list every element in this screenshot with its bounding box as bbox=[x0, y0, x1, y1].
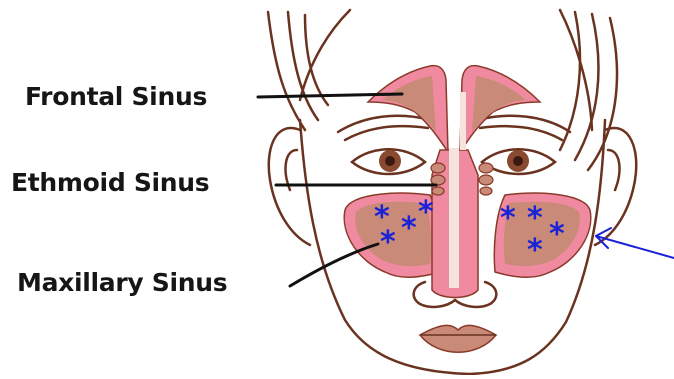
frontal-sinus-shape bbox=[368, 66, 540, 152]
marker-asterisk: * bbox=[380, 228, 396, 258]
ethmoid-sinus-label: Ethmoid Sinus bbox=[11, 168, 209, 197]
lips bbox=[420, 325, 496, 352]
marker-asterisk: * bbox=[500, 204, 516, 234]
marker-asterisk: * bbox=[527, 236, 543, 266]
frontal-sinus-label: Frontal Sinus bbox=[25, 82, 207, 111]
marker-asterisk: * bbox=[401, 214, 417, 244]
eyebrows bbox=[338, 116, 570, 140]
marker-asterisk: * bbox=[527, 204, 543, 234]
marker-asterisk: * bbox=[418, 198, 434, 228]
marker-asterisk: * bbox=[549, 220, 565, 250]
pointer-arrow bbox=[596, 228, 674, 258]
maxillary-sinus-label: Maxillary Sinus bbox=[17, 268, 227, 297]
